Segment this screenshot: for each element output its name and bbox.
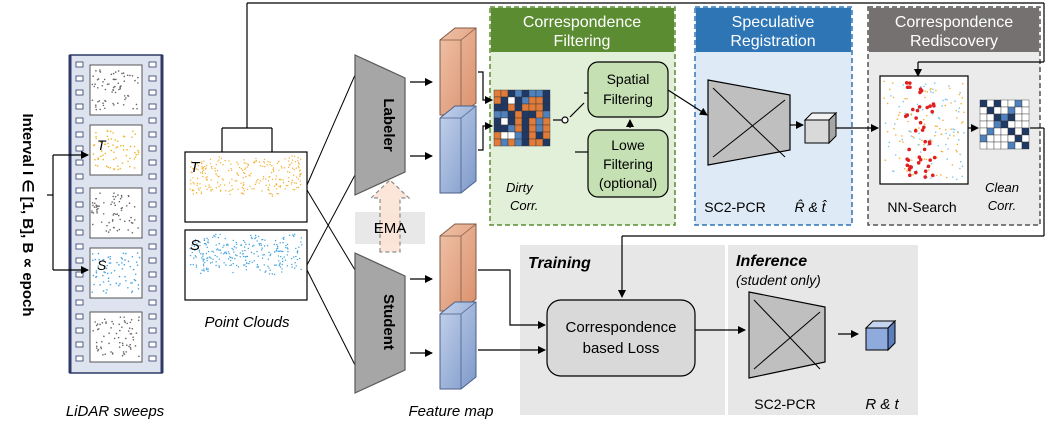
- clean-to-loss-line: [618, 128, 1045, 298]
- labeler-network: Labeler: [354, 54, 406, 196]
- clean-label-2: Corr.: [988, 198, 1016, 213]
- inference-subtitle: (student only): [736, 272, 821, 288]
- labeler-feature-blue: [439, 105, 477, 194]
- student-network: Student: [354, 252, 406, 394]
- dirty-correspondence-matrix: [493, 89, 551, 147]
- loss-line-1: Correspondence: [566, 319, 677, 336]
- inference-sc2pcr-block: [748, 291, 826, 379]
- inference-method: SC2-PCR: [754, 396, 815, 412]
- feature-to-matrix-arrows: [478, 71, 493, 151]
- training-title: Training: [528, 255, 591, 272]
- network-feature-arrows: [410, 78, 433, 357]
- lowe-filtering-box: Lowe Filtering (optional): [587, 129, 669, 198]
- nn-search-image: [879, 75, 969, 185]
- point-cloud-target: T: [184, 151, 308, 223]
- labeler-label: Labeler: [380, 98, 397, 152]
- speculative-method: SC2-PCR: [704, 199, 765, 215]
- lowe-line-1: Lowe: [611, 137, 645, 153]
- interval-bracket: [47, 151, 89, 274]
- ema-label-overlay: EMA: [374, 220, 407, 237]
- pc-to-network-lines: [306, 74, 356, 366]
- loss-line-2: based Loss: [583, 340, 660, 357]
- spatial-line-1: Spatial: [607, 71, 650, 87]
- point-cloud-source: S: [184, 229, 308, 301]
- filtering-title-2: Filtering: [554, 33, 611, 50]
- pc-target-label: T: [190, 159, 201, 176]
- pc-source-label: S: [190, 237, 200, 254]
- frame-label-source: S: [97, 257, 107, 273]
- clean-label-1: Clean: [985, 180, 1019, 195]
- inference-pose-cube: [864, 319, 897, 352]
- speculative-pose-cube: [803, 111, 838, 145]
- dirty-label-1: Dirty: [506, 180, 534, 195]
- speculative-title-1: Speculative: [732, 14, 815, 31]
- features-to-loss-arrows: [478, 269, 546, 354]
- loss-box: Correspondence based Loss: [546, 299, 696, 377]
- point-clouds-caption: Point Clouds: [204, 314, 290, 331]
- feature-map-caption: Feature map: [408, 403, 493, 420]
- inference-title: Inference: [736, 253, 807, 270]
- student-feature-orange: [439, 223, 477, 312]
- lidar-film-strip: T S: [68, 54, 164, 374]
- speculative-output: R̂ & t̂: [794, 199, 827, 215]
- speculative-sc2pcr-block: [707, 79, 791, 166]
- spatial-filtering-box: Spatial Filtering: [587, 61, 669, 118]
- inference-output: R & t: [865, 396, 899, 413]
- nn-search-label: NN-Search: [887, 199, 956, 215]
- lowe-line-3: (optional): [599, 175, 657, 191]
- pc-bracket: [221, 2, 1045, 152]
- spatial-line-2: Filtering: [603, 91, 653, 107]
- interval-label: Interval I ∈ [1, B], B ∝ epoch: [19, 114, 36, 317]
- ema-block: EMA EMA: [355, 179, 425, 253]
- frame-label-target: T: [97, 137, 107, 153]
- filter-switch: [553, 92, 634, 153]
- film-frames: [89, 64, 143, 363]
- film-sprockets: [75, 61, 157, 362]
- rediscovery-title-2: Rediscovery: [910, 33, 998, 50]
- speculative-title-2: Registration: [730, 33, 815, 50]
- student-feature-blue: [439, 301, 477, 390]
- filtering-title-1: Correspondence: [523, 14, 641, 31]
- filter-to-registration-arrow: [667, 89, 708, 116]
- labeler-feature-orange: [439, 27, 477, 116]
- lowe-line-2: Filtering: [603, 156, 653, 172]
- clean-correspondence-matrix: [979, 99, 1030, 150]
- ema-arrow: [369, 179, 411, 253]
- rediscovery-title-1: Correspondence: [895, 14, 1013, 31]
- dirty-label-2: Corr.: [510, 198, 538, 213]
- lidar-caption: LiDAR sweeps: [66, 403, 165, 420]
- student-label: Student: [380, 294, 397, 350]
